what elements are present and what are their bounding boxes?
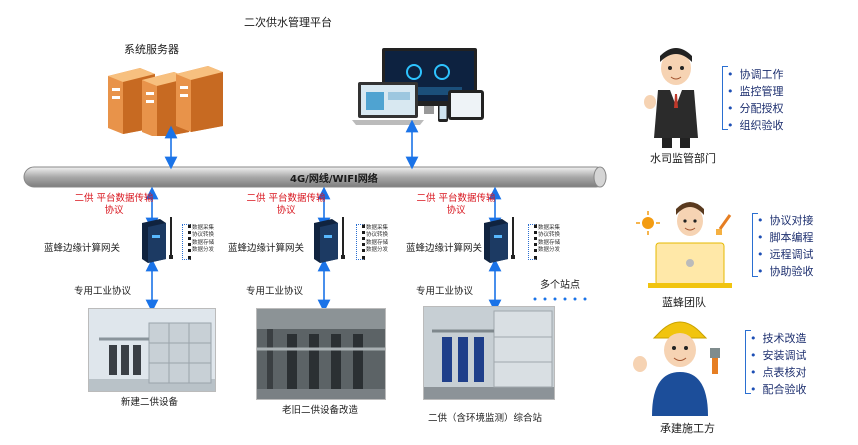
gateway-1-name: 蓝蜂边缘计算网关 bbox=[44, 243, 121, 254]
feature-item: 数据采集 bbox=[538, 225, 561, 231]
site-photo-new bbox=[88, 308, 216, 392]
gateway-2-device-icon bbox=[314, 217, 345, 263]
gateway-2-protocol-bottom: 专用工业协议 bbox=[246, 286, 304, 297]
gateway-2-feature-bracket bbox=[356, 224, 365, 260]
gateway-1-device-icon bbox=[142, 217, 173, 263]
site-label-integrated: 二供（含环境监测）综合站 bbox=[428, 413, 543, 424]
duty-item: 分配授权 bbox=[727, 100, 784, 117]
gateway-3-name: 蓝蜂边缘计算网关 bbox=[406, 243, 483, 254]
phone-icon bbox=[438, 104, 448, 122]
feature-item: 数据存储 bbox=[366, 239, 389, 246]
supervisor-role-name: 水司监管部门 bbox=[650, 152, 716, 165]
server-label: 系统服务器 bbox=[124, 43, 179, 56]
feature-item: 数据存储 bbox=[538, 239, 561, 246]
feature-item: 数据采集 bbox=[366, 225, 389, 231]
contractor-role-name: 承建施工方 bbox=[660, 422, 715, 435]
gateway-1-protocol-bottom: 专用工业协议 bbox=[74, 286, 132, 297]
feature-item: 数据存储 bbox=[192, 239, 215, 246]
server-illustration bbox=[108, 66, 223, 136]
feature-item: 数据分发 bbox=[366, 247, 389, 254]
duty-item: 点表核对 bbox=[750, 364, 807, 381]
duty-item: 技术改造 bbox=[750, 330, 807, 347]
network-bar bbox=[23, 166, 607, 188]
site-photo-integrated bbox=[423, 306, 555, 400]
team-bracket bbox=[752, 213, 758, 277]
supervisor-avatar-icon bbox=[644, 48, 698, 148]
feature-item: 协议转换 bbox=[192, 232, 215, 239]
gateway-1-features: 数据采集 协议转换 数据存储 数据分发 bbox=[192, 225, 214, 255]
feature-item: 协议转换 bbox=[538, 232, 561, 239]
duty-item: 协助验收 bbox=[757, 263, 814, 280]
duty-item: 脚本编程 bbox=[757, 229, 814, 246]
site-photo-retrofit bbox=[256, 308, 386, 400]
team-avatar-icon bbox=[636, 202, 732, 288]
gateway-1-feature-bracket bbox=[182, 224, 191, 260]
duty-item: 安装调试 bbox=[750, 347, 807, 364]
network-label: 4G/网线/WIFI网络 bbox=[290, 174, 378, 185]
server-icon bbox=[176, 66, 223, 132]
contractor-duties: 技术改造 安装调试 点表核对 配合验收 bbox=[750, 330, 807, 398]
duty-item: 协议对接 bbox=[757, 212, 814, 229]
laptop-icon bbox=[352, 82, 424, 125]
duty-item: 监控管理 bbox=[727, 83, 784, 100]
gateway-3-protocol-bottom: 专用工业协议 bbox=[416, 286, 474, 297]
feature-item: 数据采集 bbox=[192, 225, 215, 231]
gateway-3-features: 数据采集 协议转换 数据存储 数据分发 bbox=[538, 225, 560, 255]
duty-item: 协调工作 bbox=[727, 66, 784, 83]
supervisor-duties: 协调工作 监控管理 分配授权 组织验收 bbox=[727, 66, 784, 134]
feature-item: 协议转换 bbox=[366, 232, 389, 239]
site-label-retrofit: 老旧二供设备改造 bbox=[282, 405, 359, 416]
duty-item: 远程调试 bbox=[757, 246, 814, 263]
gateway-3-protocol-top: 二供 平台数据传输 协议 bbox=[416, 193, 496, 216]
platform-title: 二次供水管理平台 bbox=[244, 16, 332, 29]
team-role-name: 蓝蜂团队 bbox=[662, 296, 706, 309]
gateway-3-feature-bracket bbox=[528, 224, 537, 260]
duty-item: 配合验收 bbox=[750, 381, 807, 398]
contractor-bracket bbox=[745, 330, 751, 394]
tablet-icon bbox=[448, 90, 484, 120]
devices-illustration bbox=[352, 48, 484, 125]
more-sites-dots bbox=[533, 297, 587, 301]
site-label-new: 新建二供设备 bbox=[121, 397, 179, 408]
gateway-2-name: 蓝蜂边缘计算网关 bbox=[228, 243, 305, 254]
more-sites-label: 多个站点 bbox=[540, 280, 580, 291]
supervisor-bracket bbox=[722, 66, 728, 130]
gateway-3-device-icon bbox=[484, 217, 515, 263]
team-duties: 协议对接 脚本编程 远程调试 协助验收 bbox=[757, 212, 814, 280]
duty-item: 组织验收 bbox=[727, 117, 784, 134]
feature-item: 数据分发 bbox=[538, 247, 561, 254]
feature-item: 数据分发 bbox=[192, 247, 215, 254]
contractor-avatar-icon bbox=[633, 321, 720, 416]
gateway-1-protocol-top: 二供 平台数据传输 协议 bbox=[74, 193, 154, 216]
gateway-2-features: 数据采集 协议转换 数据存储 数据分发 bbox=[366, 225, 388, 255]
gateway-2-protocol-top: 二供 平台数据传输 协议 bbox=[246, 193, 326, 216]
